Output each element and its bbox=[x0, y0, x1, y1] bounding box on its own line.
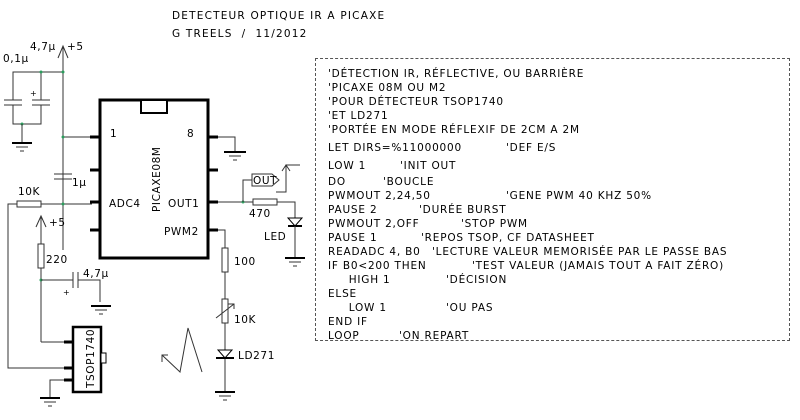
code-line: PAUSE 2 'DURÉE BURST bbox=[328, 204, 506, 216]
code-line: DO 'BOUCLE bbox=[328, 176, 433, 188]
code-statement: HIGH 1 bbox=[328, 274, 391, 286]
resistor-10k-adc-label: 10K bbox=[18, 186, 41, 198]
ir-led-label: LD271 bbox=[238, 350, 275, 362]
code-statement: PAUSE 2 bbox=[328, 204, 378, 216]
tsop-label: TSOP1740 bbox=[85, 329, 97, 389]
code-line: LOW 1 'INIT OUT bbox=[328, 160, 455, 172]
out-label: OUT bbox=[253, 175, 277, 187]
code-line: 'PORTÉE EN MODE RÉFLEXIF DE 2CM A 2M bbox=[328, 124, 580, 136]
code-line: 'POUR DÉTECTEUR TSOP1740 bbox=[328, 96, 504, 108]
out-connector bbox=[251, 173, 280, 187]
supply-arrow-top bbox=[57, 44, 69, 250]
code-line: READADC 4, B0 'LECTURE VALEUR MEMORISÉE P… bbox=[328, 246, 727, 258]
potentiometer-10k-label: 10K bbox=[234, 314, 257, 326]
cap-47u-sensor-label: 4,7µ bbox=[83, 268, 109, 280]
cap-1u bbox=[54, 173, 72, 180]
code-statement: LOOP bbox=[328, 330, 360, 342]
supply-label-top: +5 bbox=[67, 41, 84, 53]
code-comment: 'DURÉE BURST bbox=[419, 204, 507, 216]
code-line: LOW 1 'OU PAS bbox=[328, 302, 493, 314]
code-statement: LOW 1 bbox=[328, 160, 367, 172]
code-statement: LET DIRS=%11000000 bbox=[328, 142, 462, 154]
code-comment: 'BOUCLE bbox=[383, 176, 435, 188]
code-line: LET DIRS=%11000000 'DEF E/S bbox=[328, 142, 555, 154]
code-line: HIGH 1 'DÉCISION bbox=[328, 274, 507, 286]
code-comment: 'INIT OUT bbox=[400, 160, 457, 172]
code-line: END IF bbox=[328, 316, 368, 328]
resistor-10k-adc bbox=[16, 200, 42, 208]
code-line: LOOP 'ON REPART bbox=[328, 330, 468, 342]
supply-label-sensor: +5 bbox=[49, 217, 66, 229]
cap-47u-top: + bbox=[30, 72, 50, 106]
author-date: G TREELS / 11/2012 bbox=[172, 28, 308, 40]
code-comment: 'STOP PWM bbox=[461, 218, 528, 230]
svg-text:+: + bbox=[30, 89, 37, 98]
code-statement: 'POUR DÉTECTEUR TSOP1740 bbox=[328, 96, 504, 108]
svg-text:+: + bbox=[63, 288, 70, 297]
tsop-sensor bbox=[64, 325, 107, 394]
code-line: 'DÉTECTION IR, RÉFLECTIVE, OU BARRIÈRE bbox=[328, 68, 584, 80]
diagram-title: DETECTEUR OPTIQUE IR A PICAXE bbox=[172, 10, 386, 22]
code-statement: READADC 4, B0 bbox=[328, 246, 421, 258]
led-label: LED bbox=[264, 231, 286, 243]
code-statement: 'PORTÉE EN MODE RÉFLEXIF DE 2CM A 2M bbox=[328, 124, 580, 136]
code-comment: 'LECTURE VALEUR MEMORISÉE PAR LE PASSE B… bbox=[432, 246, 728, 258]
code-comment: 'GENE PWM 40 KHZ 50% bbox=[506, 190, 652, 202]
adc4-label: ADC4 bbox=[109, 198, 141, 210]
code-listing: 'DÉTECTION IR, RÉFLECTIVE, OU BARRIÈRE 'P… bbox=[315, 58, 790, 342]
out1-label: OUT1 bbox=[168, 198, 199, 210]
code-comment: 'TEST VALEUR (JAMAIS TOUT A FAIT ZÉRO) bbox=[472, 260, 725, 272]
resistor-220 bbox=[37, 243, 45, 269]
code-line: 'ET LD271 bbox=[328, 110, 388, 122]
code-statement: 'PICAXE 08M OU M2 bbox=[328, 82, 447, 94]
code-line: 'PICAXE 08M OU M2 bbox=[328, 82, 446, 94]
code-comment: 'ON REPART bbox=[399, 330, 470, 342]
cap-47u-top-label: 4,7µ bbox=[30, 41, 56, 53]
led-diode bbox=[286, 217, 304, 227]
code-comment: 'OU PAS bbox=[446, 302, 494, 314]
pin1-label: 1 bbox=[110, 128, 117, 140]
code-comment: 'DÉCISION bbox=[446, 274, 508, 286]
code-line: PWMOUT 2,OFF 'STOP PWM bbox=[328, 218, 527, 230]
code-line: ELSE bbox=[328, 288, 357, 300]
picaxe-chip bbox=[90, 98, 218, 260]
code-comment: 'DEF E/S bbox=[506, 142, 557, 154]
code-statement: PWMOUT 2,24,50 bbox=[328, 190, 431, 202]
code-statement: LOW 1 bbox=[328, 302, 387, 314]
cap-1u-label: 1µ bbox=[72, 177, 87, 189]
code-comment: 'REPOS TSOP, CF DATASHEET bbox=[421, 232, 595, 244]
chip-name: PICAXE08M bbox=[151, 146, 163, 212]
resistor-100 bbox=[221, 247, 229, 273]
resistor-470-label: 470 bbox=[249, 208, 271, 220]
code-line: PAUSE 1 'REPOS TSOP, CF DATASHEET bbox=[328, 232, 594, 244]
pin8-label: 8 bbox=[187, 128, 194, 140]
code-line: PWMOUT 2,24,50 'GENE PWM 40 KHZ 50% bbox=[328, 190, 651, 202]
pwm2-label: PWM2 bbox=[164, 226, 199, 238]
resistor-100-label: 100 bbox=[234, 256, 256, 268]
code-statement: PAUSE 1 bbox=[328, 232, 378, 244]
ground-symbol bbox=[12, 124, 32, 152]
code-statement: END IF bbox=[328, 316, 368, 328]
code-statement: 'ET LD271 bbox=[328, 110, 389, 122]
ir-led-diode bbox=[216, 349, 234, 359]
resistor-470 bbox=[252, 198, 278, 206]
code-statement: ELSE bbox=[328, 288, 357, 300]
code-statement: IF B0<200 THEN bbox=[328, 260, 427, 272]
code-line: IF B0<200 THEN 'TEST VALEUR (JAMAIS TOUT … bbox=[328, 260, 723, 272]
code-statement: DO bbox=[328, 176, 346, 188]
cap-01u-label: 0,1µ bbox=[3, 53, 29, 65]
resistor-220-label: 220 bbox=[46, 254, 68, 266]
ir-beam-icon bbox=[161, 327, 203, 373]
cap-01u bbox=[4, 71, 63, 125]
code-statement: PWMOUT 2,OFF bbox=[328, 218, 420, 230]
code-statement: 'DÉTECTION IR, RÉFLECTIVE, OU BARRIÈRE bbox=[328, 68, 585, 80]
